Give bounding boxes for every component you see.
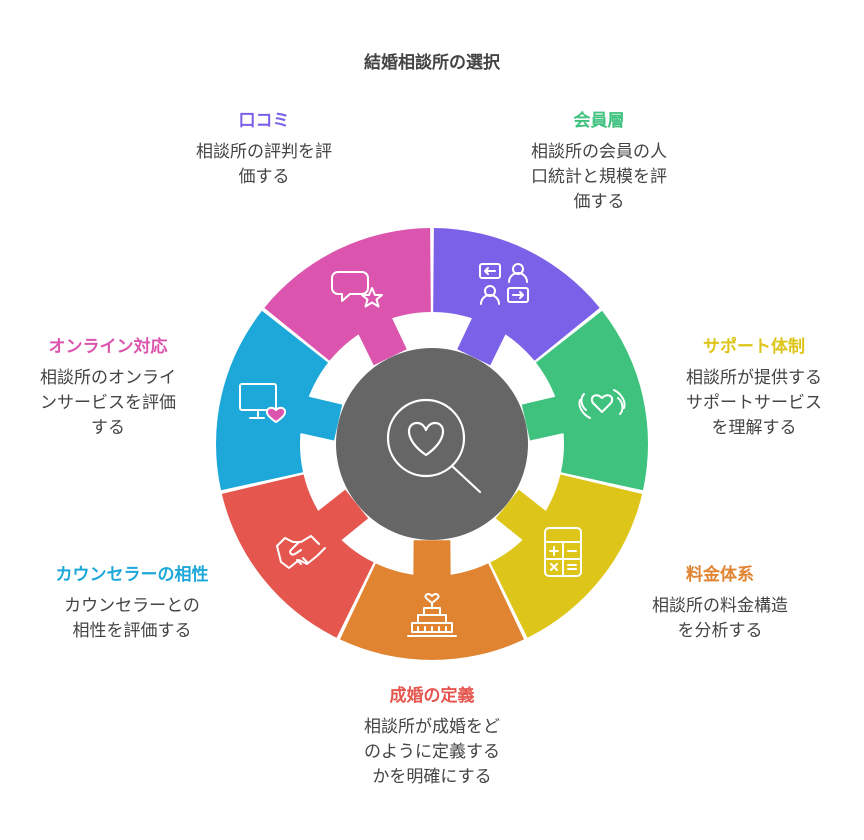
segment-connector-kuchikomi bbox=[457, 316, 507, 366]
handshake-icon bbox=[276, 535, 326, 569]
center-circle bbox=[336, 348, 528, 540]
segment-support bbox=[490, 474, 643, 638]
heart-magnifier-icon bbox=[386, 398, 482, 494]
segment-connector-ryoukin bbox=[413, 540, 451, 577]
segment-connector-support bbox=[495, 489, 548, 542]
label-ryoukin: 料金体系 相談所の料金構造 を分析する bbox=[620, 564, 820, 644]
hands-heart-icon bbox=[578, 389, 626, 419]
segment-online bbox=[264, 228, 431, 361]
wedding-cake-icon bbox=[407, 593, 457, 637]
segment-seikon bbox=[221, 474, 374, 638]
calculator-icon bbox=[544, 527, 582, 577]
label-desc: 相談所のオンライ ンサービスを評価 する bbox=[40, 368, 176, 438]
label-title: 成婚の定義 bbox=[389, 686, 475, 706]
label-title: オンライン対応 bbox=[48, 337, 168, 357]
page-title: 結婚相談所の選択 bbox=[364, 53, 500, 73]
people-exchange-icon bbox=[479, 263, 529, 305]
label-kaiinsou: 会員層 相談所の会員の人 口統計と規模を評 価する bbox=[499, 110, 699, 215]
label-desc: 相談所の料金構造 を分析する bbox=[652, 596, 788, 641]
label-kuchikomi: 口コミ 相談所の評判を評 価する bbox=[164, 110, 364, 190]
segment-connector-counselor bbox=[298, 396, 343, 441]
label-support: サポート体制 相談所が提供する サポートサービス を理解する bbox=[654, 336, 854, 441]
label-desc: 相談所が提供する サポートサービス を理解する bbox=[686, 368, 822, 438]
monitor-heart-icon bbox=[239, 383, 287, 423]
label-title: 会員層 bbox=[573, 111, 625, 131]
label-counselor: カウンセラーの相性 カウンセラーとの 相性を評価する bbox=[22, 564, 242, 644]
label-desc: カウンセラーとの 相性を評価する bbox=[64, 596, 200, 641]
label-seikon: 成婚の定義 相談所が成婚をど のように定義する かを明確にする bbox=[332, 685, 532, 790]
label-title: サポート体制 bbox=[703, 337, 805, 357]
label-title: 料金体系 bbox=[686, 565, 754, 585]
label-title: カウンセラーの相性 bbox=[55, 565, 209, 585]
segment-connector-kaiinsou bbox=[521, 396, 566, 441]
segment-connector-seikon bbox=[316, 489, 369, 542]
speech-bubble-star-icon bbox=[331, 271, 383, 308]
segment-counselor bbox=[216, 310, 329, 491]
segment-connector-online bbox=[357, 316, 407, 366]
label-desc: 相談所の評判を評 価する bbox=[196, 142, 332, 187]
label-online: オンライン対応 相談所のオンライ ンサービスを評価 する bbox=[8, 336, 208, 441]
segment-icons bbox=[239, 263, 626, 637]
label-desc: 相談所の会員の人 口統計と規模を評 価する bbox=[531, 142, 667, 212]
label-desc: 相談所が成婚をど のように定義する かを明確にする bbox=[364, 717, 500, 787]
segment-ryoukin bbox=[339, 563, 525, 660]
label-title: 口コミ bbox=[238, 111, 290, 131]
